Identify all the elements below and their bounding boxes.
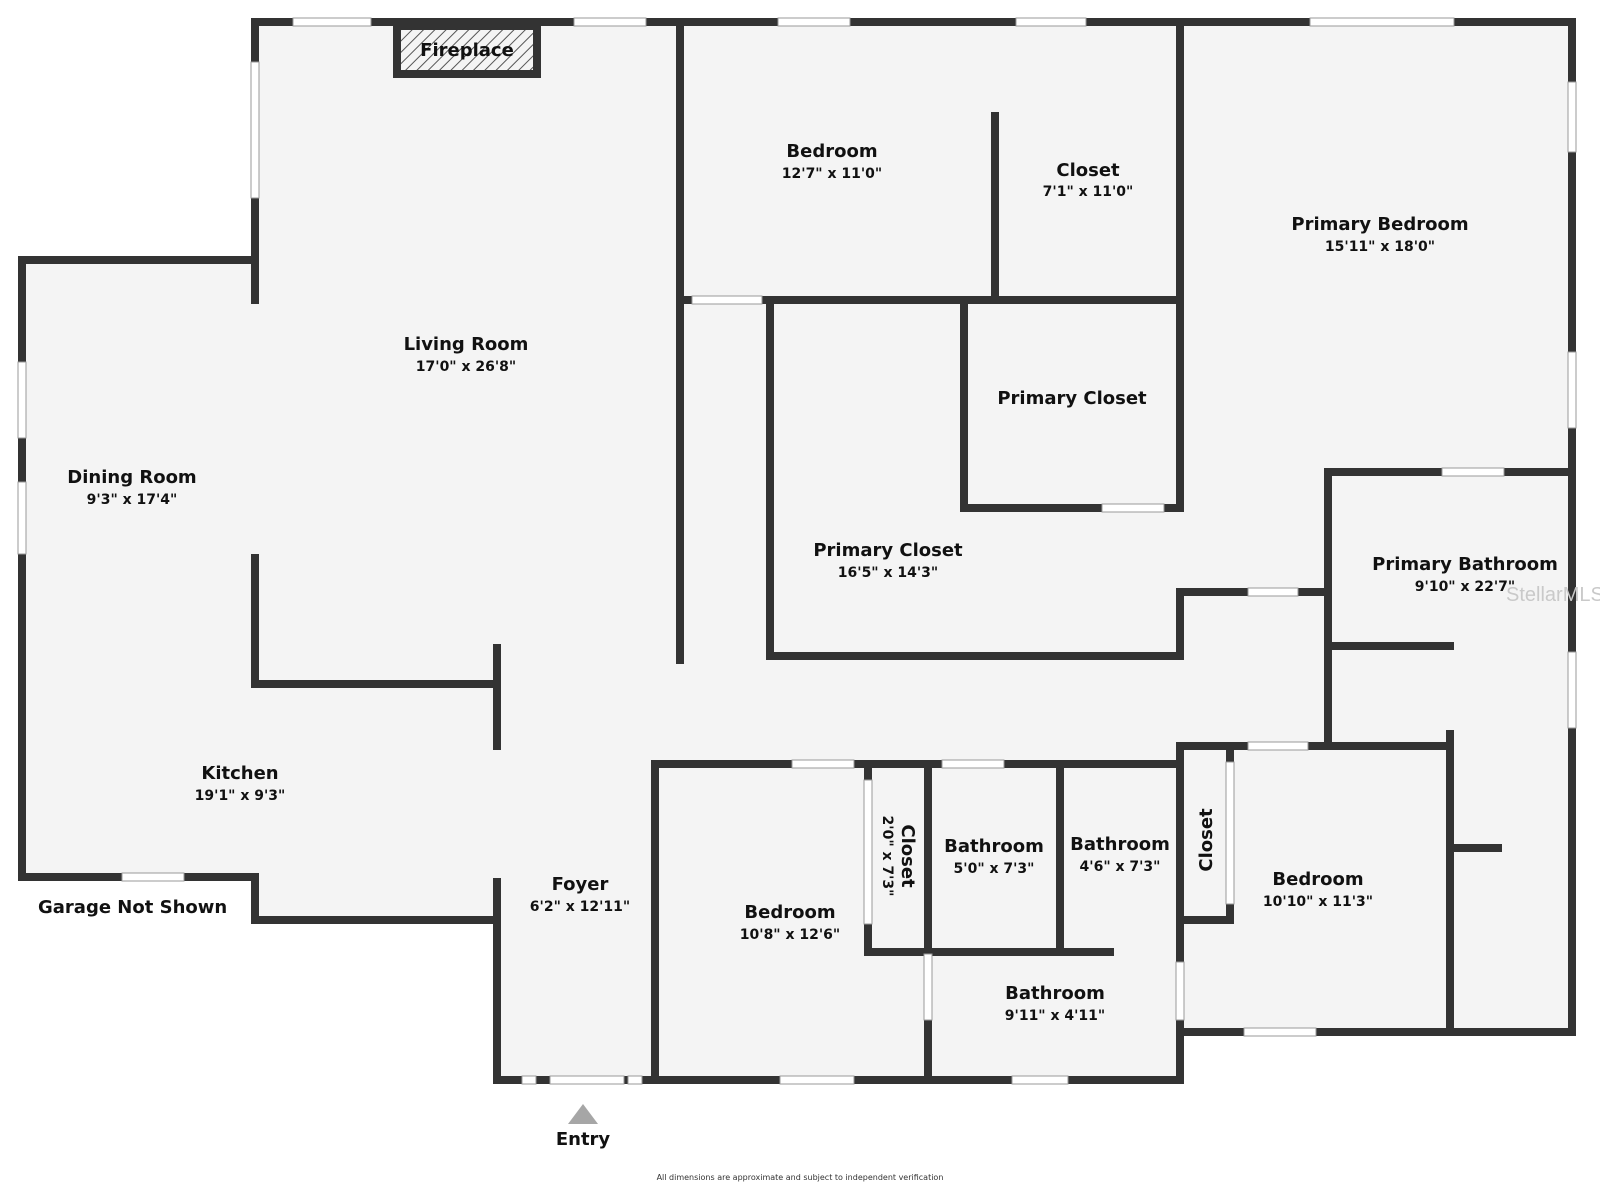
window — [121, 872, 185, 882]
room-name: Bedroom — [1272, 869, 1363, 890]
window — [1101, 503, 1165, 513]
room-name: Bathroom — [1005, 983, 1105, 1004]
window — [863, 779, 873, 925]
window — [292, 17, 372, 27]
room-name: Closet — [1056, 160, 1120, 181]
window — [521, 1075, 537, 1085]
window — [923, 953, 933, 1021]
window — [1247, 741, 1309, 751]
room-name: Living Room — [404, 334, 529, 355]
window — [1309, 17, 1455, 27]
room-dimensions: 17'0" x 26'8" — [416, 359, 516, 375]
footer-disclaimer: All dimensions are approximate and subje… — [657, 1173, 944, 1182]
room-dimensions: 7'1" x 11'0" — [1043, 184, 1134, 200]
window — [1567, 351, 1577, 429]
room-dimensions: 16'5" x 14'3" — [838, 565, 938, 581]
room-name: Primary Bedroom — [1291, 214, 1468, 235]
room-dimensions: 4'6" x 7'3" — [1080, 859, 1161, 875]
room-name: Closet — [1196, 808, 1217, 872]
window — [691, 295, 763, 305]
windows — [17, 17, 1577, 1085]
window — [791, 759, 855, 769]
room-name: Kitchen — [201, 763, 278, 784]
room-name: Foyer — [552, 874, 609, 895]
window — [17, 361, 27, 439]
fireplace-label: Fireplace — [420, 40, 514, 61]
window — [1243, 1027, 1317, 1037]
window — [627, 1075, 643, 1085]
walls — [18, 18, 1576, 1084]
watermark: StellarMLS — [1506, 584, 1600, 606]
window — [1015, 17, 1087, 27]
room-dimensions: 10'10" x 11'3" — [1263, 894, 1373, 910]
room-name: Dining Room — [67, 467, 196, 488]
room-dimensions: 5'0" x 7'3" — [954, 861, 1035, 877]
entry-arrow-icon — [568, 1104, 598, 1124]
room-name: Bathroom — [944, 836, 1044, 857]
window — [777, 17, 851, 27]
window — [1175, 961, 1185, 1021]
room-name: Primary Bathroom — [1372, 554, 1558, 575]
fireplace-hatch — [401, 30, 533, 70]
room-dimensions: 19'1" x 9'3" — [195, 788, 286, 804]
room-labels: Bedroom 12'7" x 11'0" Closet 7'1" x 11'0… — [67, 141, 1558, 1024]
room-dimensions: 15'11" x 18'0" — [1325, 239, 1435, 255]
entry-label: Entry — [556, 1129, 611, 1150]
window — [549, 1075, 625, 1085]
window — [1567, 81, 1577, 153]
window — [573, 17, 647, 27]
window — [17, 481, 27, 555]
room-name: Closet — [897, 824, 918, 888]
window — [1011, 1075, 1069, 1085]
room-dimensions: 9'10" x 22'7" — [1415, 579, 1515, 595]
window — [941, 759, 1005, 769]
room-dimensions: 6'2" x 12'11" — [530, 899, 630, 915]
window — [1441, 467, 1505, 477]
room-dimensions: 9'11" x 4'11" — [1005, 1008, 1105, 1024]
window — [250, 61, 260, 199]
room-name: Primary Closet — [997, 388, 1147, 409]
room-name: Bedroom — [744, 902, 835, 923]
room-dimensions: 2'0" x 7'3" — [879, 816, 895, 897]
window — [1225, 761, 1235, 905]
room-name: Bedroom — [786, 141, 877, 162]
room-name: Bathroom — [1070, 834, 1170, 855]
window — [1247, 587, 1299, 597]
room-name: Primary Closet — [813, 540, 963, 561]
room-dimensions: 12'7" x 11'0" — [782, 166, 882, 182]
window — [1567, 651, 1577, 729]
garage-note: Garage Not Shown — [38, 897, 227, 918]
room-dimensions: 10'8" x 12'6" — [740, 927, 840, 943]
window — [779, 1075, 855, 1085]
floor-area — [22, 22, 1572, 1080]
room-dimensions: 9'3" x 17'4" — [87, 492, 178, 508]
